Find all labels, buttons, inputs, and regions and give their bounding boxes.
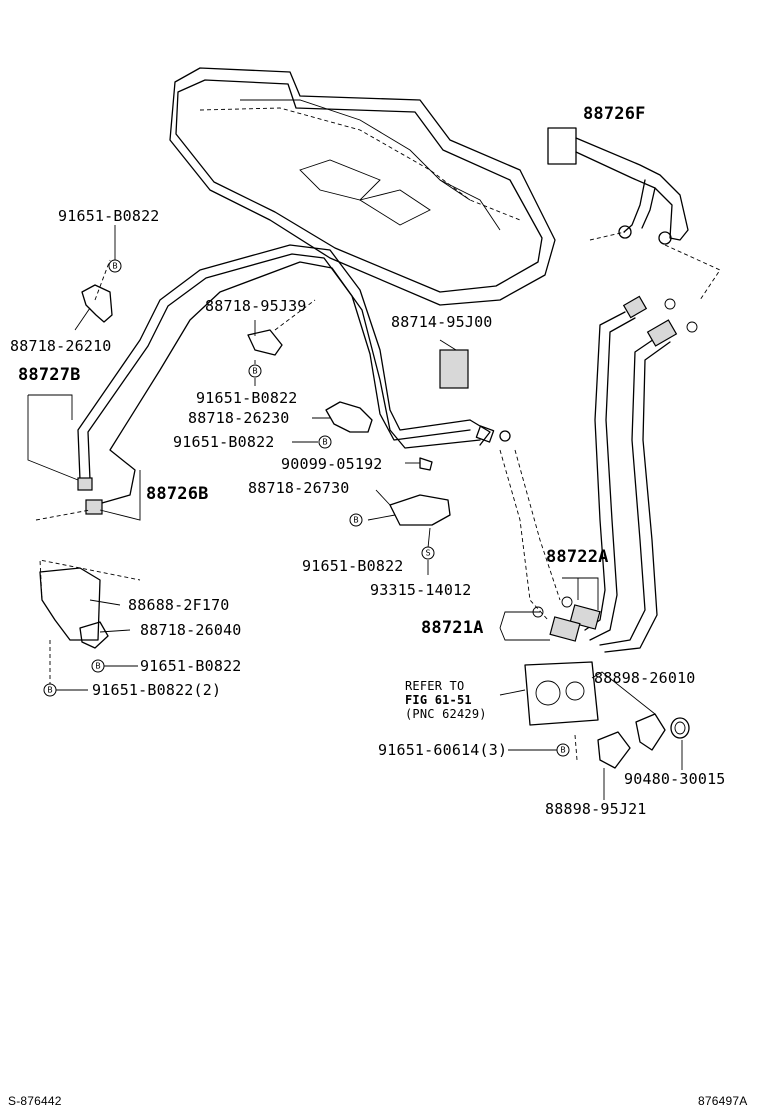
part-label-91651-B0822: 91651-B0822 [58, 207, 160, 225]
guide-lines-drawing [35, 259, 578, 761]
svg-text:B: B [252, 367, 258, 376]
evaporator-housing-drawing [169, 67, 556, 306]
part-label-90099-05192: 90099-05192 [281, 455, 383, 473]
part-label-93315-14012: 93315-14012 [370, 581, 472, 599]
part-label-88898-95J21: 88898-95J21 [545, 800, 647, 818]
bolt-symbol: B [108, 259, 122, 273]
refer-note-line1: REFER TO [405, 679, 465, 693]
footer-code-right: 876497A [698, 1094, 748, 1108]
part-label-88721A: 88721A [421, 618, 484, 638]
part-label-88718-95J39: 88718-95J39 [205, 297, 307, 315]
leader-lines [27, 225, 683, 800]
bolt-symbol: B [349, 513, 363, 527]
part-label-88726B: 88726B [146, 484, 209, 504]
bolt-symbol: B [43, 683, 57, 697]
svg-text:B: B [47, 686, 53, 695]
screw-symbol: S [421, 546, 435, 560]
part-label-91651-B0822: 91651-B0822 [173, 433, 275, 451]
part-label-88722A: 88722A [546, 547, 609, 567]
part-label-91651-B0822: 91651-B0822 [302, 557, 404, 575]
part-label-88688-2F170: 88688-2F170 [128, 596, 230, 614]
hoses-88721A-88722A-drawing [499, 295, 698, 653]
long-pipes-drawing [77, 244, 511, 515]
part-label-88714-95J00: 88714-95J00 [391, 313, 493, 331]
svg-text:S: S [425, 549, 430, 558]
part-label-88727B: 88727B [18, 365, 81, 385]
part-label-91651-B0822: 91651-B0822 [196, 389, 298, 407]
part-label-88898-26010: 88898-26010 [594, 669, 696, 687]
svg-text:B: B [112, 262, 118, 271]
part-label-88718-26040: 88718-26040 [140, 621, 242, 639]
refer-note-line2: FIG 61-51 [405, 693, 472, 707]
bolt-symbol: B [556, 743, 570, 757]
svg-text:B: B [560, 746, 566, 755]
svg-text:B: B [322, 438, 328, 447]
svg-text:B: B [95, 662, 101, 671]
part-label-91651-B0822: 91651-B0822 [140, 657, 242, 675]
part-label-91651-60614-qty3: 91651-60614(3) [378, 741, 508, 759]
footer-code-left: S-876442 [8, 1094, 62, 1108]
part-label-88718-26230: 88718-26230 [188, 409, 290, 427]
gasket-grommet-drawing [524, 661, 690, 769]
part-label-90480-30015: 90480-30015 [624, 770, 726, 788]
svg-text:B: B [353, 516, 359, 525]
part-label-88726F: 88726F [583, 104, 646, 124]
part-label-91651-B0822-qty2: 91651-B0822(2) [92, 681, 222, 699]
clamps-brackets-drawing [39, 284, 469, 649]
bolt-symbol: B [248, 364, 262, 378]
refer-note-line3: (PNC 62429) [405, 707, 487, 721]
bolt-symbol: B [91, 659, 105, 673]
pipe-88726F-drawing [547, 127, 721, 301]
bolt-symbol: B [318, 435, 332, 449]
part-label-88718-26730: 88718-26730 [248, 479, 350, 497]
part-label-88718-26210: 88718-26210 [10, 337, 112, 355]
